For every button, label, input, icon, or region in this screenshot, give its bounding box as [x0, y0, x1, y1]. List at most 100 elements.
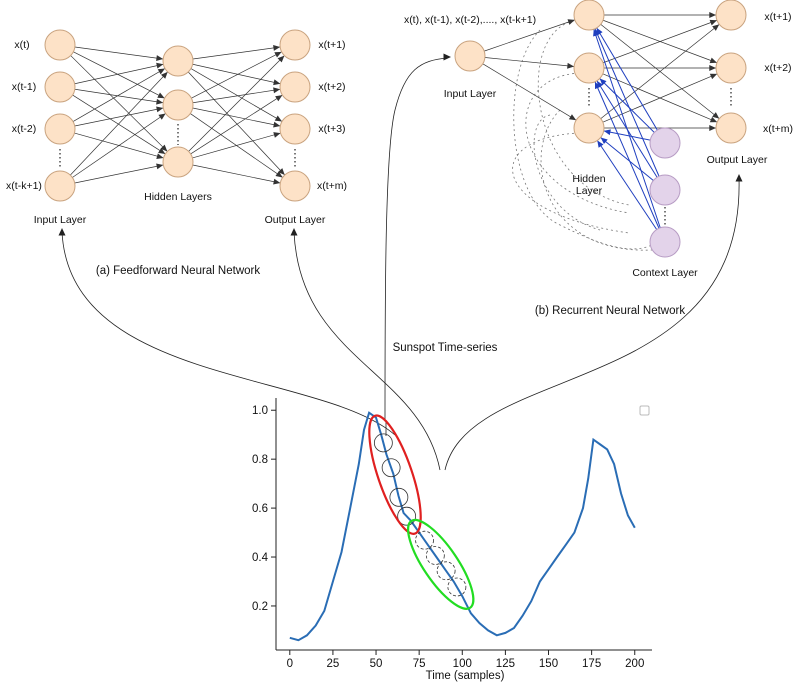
rnn-recurrent-loop [513, 29, 653, 250]
x-tick-label: 50 [370, 658, 383, 670]
rnn-recurrent-loop [537, 19, 630, 206]
ff-edge-arrowhead [273, 87, 281, 94]
ff-edge [191, 51, 282, 99]
ff-edge [72, 113, 166, 178]
rnn-input-edge [482, 63, 577, 121]
rnn-input-edge-arrowhead [568, 114, 577, 121]
ff-edge [74, 63, 164, 85]
rnn-input-edge-arrowhead [567, 19, 575, 25]
x-tick-label: 175 [582, 658, 601, 670]
ff-edge-arrowhead [273, 178, 281, 185]
ff-edge-arrowhead [273, 45, 281, 51]
ff-input-node [44, 29, 76, 61]
ff-edge [192, 46, 281, 60]
window-ellipse [368, 414, 422, 535]
rnn-hidden-edge [602, 19, 718, 64]
rnn-context-edge [600, 137, 654, 181]
rnn-context-edge [603, 130, 651, 141]
connector-arrows [58, 53, 743, 471]
ff-output-node [279, 170, 311, 202]
feedforward-network [44, 29, 311, 202]
window-sample-circle [381, 458, 401, 478]
x-tick-label: 25 [327, 658, 340, 670]
ff-edge-arrowhead [273, 121, 281, 128]
ff-edge-arrowhead [275, 95, 283, 102]
ff-edge-arrowhead [158, 113, 166, 120]
x-tick-label: 150 [539, 658, 558, 670]
ff-edge [187, 71, 286, 176]
rnn-hidden-edge-arrowhead [709, 65, 716, 71]
ff-edge [74, 107, 164, 127]
rnn-input-layer-label: Input Layer [444, 88, 497, 100]
ff-edge [192, 63, 281, 85]
ff-input-node [44, 71, 76, 103]
ff-caption: (a) Feedforward Neural Network [96, 265, 261, 277]
ff-hidden-layers-label: Hidden Layers [144, 191, 212, 203]
ff-edge [70, 55, 168, 152]
rnn-recurrent-loop [525, 72, 630, 214]
window-sample-circle [397, 506, 417, 526]
ff-edge [188, 55, 285, 152]
rnn-hidden-edge-arrowhead [709, 19, 717, 26]
ff-edge-arrowhead [156, 153, 164, 159]
ff-hidden-node [162, 45, 194, 77]
rnn-context-node [649, 174, 681, 206]
rnn-hidden-label-2: Layer [576, 185, 603, 197]
rnn-hidden-edge-arrowhead [709, 125, 716, 131]
rnn-output-node [715, 112, 747, 144]
series-title: Sunspot Time-series [393, 342, 498, 354]
ff-edge [190, 94, 283, 155]
link-to-ff-output [293, 231, 441, 471]
rnn-context-edge-arrowhead [593, 29, 599, 37]
ff-edge-arrowhead [156, 62, 164, 69]
x-tick-label: 100 [453, 658, 472, 670]
rnn-output-node [715, 52, 747, 84]
ff-output-label-2: x(t+2) [318, 81, 345, 93]
window-sample-circle [436, 561, 456, 581]
y-tick-label: 1.0 [252, 405, 268, 417]
link-to-rnn-input [384, 57, 449, 421]
ff-edge-arrowhead [158, 147, 166, 154]
rnn-output-node [715, 0, 747, 31]
ff-output-node [279, 29, 311, 61]
rnn-input-edge-arrowhead [567, 62, 575, 69]
rnn-hidden-label-1: Hidden [572, 173, 605, 185]
window-sample-circle [389, 487, 409, 507]
x-tick-label: 200 [625, 658, 644, 670]
ff-edge-arrowhead [156, 98, 164, 105]
ff-input-label-1: x(t) [14, 39, 29, 51]
rnn-hidden-edge-arrowhead [712, 24, 720, 31]
link-to-ff-input-arrowhead [58, 228, 66, 236]
link-to-rnn-output-arrowhead [735, 174, 743, 182]
ff-input-node [44, 113, 76, 145]
ff-input-label-2: x(t-1) [12, 81, 37, 93]
rnn-context-edge [593, 29, 661, 228]
ff-edge-arrowhead [160, 71, 168, 79]
rnn-context-node [649, 127, 681, 159]
ff-hidden-node [162, 146, 194, 178]
rnn-caption: (b) Recurrent Neural Network [535, 305, 685, 317]
ff-edge-arrowhead [278, 168, 285, 176]
ff-edge [72, 68, 166, 122]
rnn-hidden-node [573, 0, 605, 31]
ff-input-layer-label: Input Layer [34, 214, 87, 226]
rnn-context-edge [596, 27, 658, 131]
rnn-hidden-edge [600, 24, 720, 119]
sunspot-series-line [289, 411, 636, 642]
rnn-context-edge-arrowhead [599, 78, 607, 86]
rnn-hidden-edge-arrowhead [709, 116, 718, 123]
window-sample-circle [415, 530, 434, 550]
rnn-output-label-2: x(t+2) [764, 62, 791, 74]
ff-edge-arrowhead [156, 55, 164, 61]
ff-edge [74, 46, 164, 60]
legend-box [639, 405, 650, 416]
link-to-rnn-input-arrowhead [443, 53, 451, 61]
rnn-context-edge-arrowhead [603, 129, 611, 136]
ff-edge-arrowhead [274, 51, 282, 58]
ff-edge-arrowhead [273, 132, 281, 138]
rnn-context-edge [596, 140, 658, 230]
window-sample-circle [447, 577, 467, 597]
x-tick-label: 0 [287, 658, 293, 670]
